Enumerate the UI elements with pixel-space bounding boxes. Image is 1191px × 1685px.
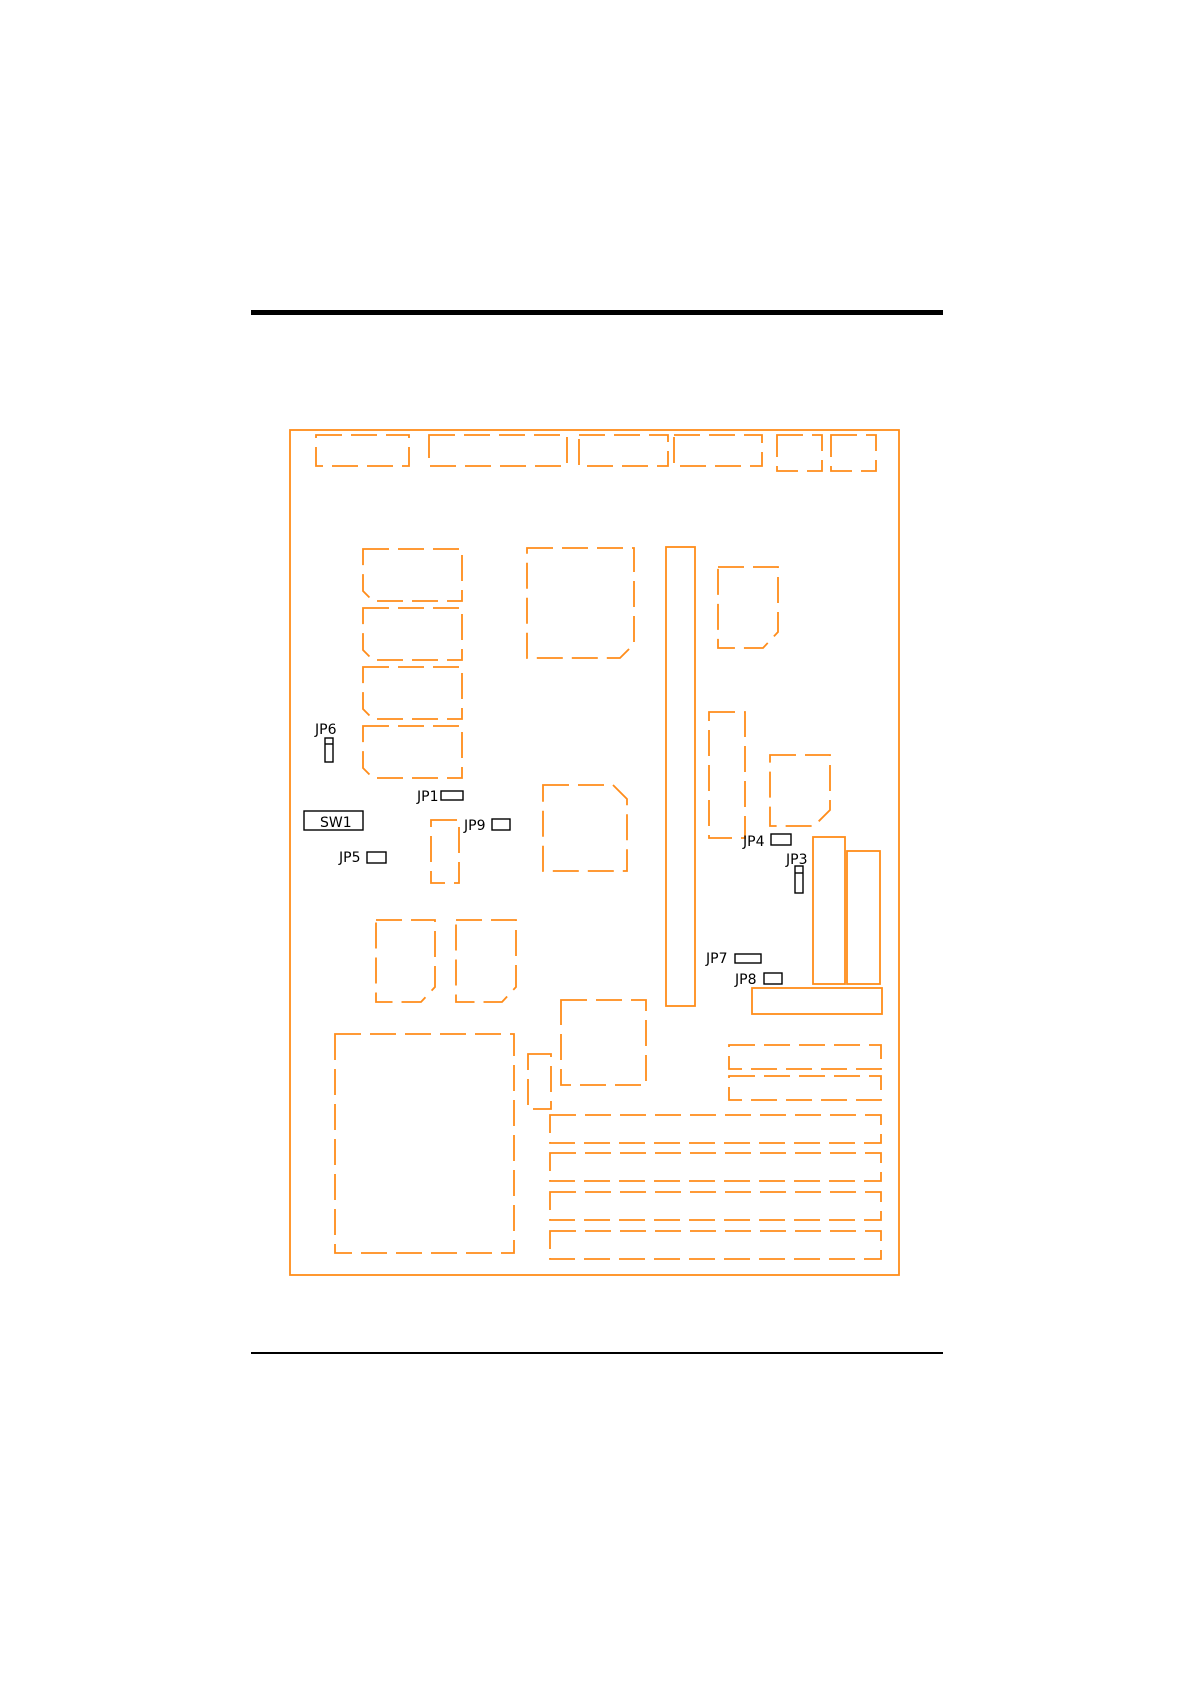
label-jp8: JP8 <box>734 972 756 988</box>
label-jp7: JP7 <box>705 951 727 967</box>
socket-4 <box>550 1231 881 1259</box>
io-connector-4 <box>674 435 762 466</box>
short-connector-2 <box>729 1076 881 1100</box>
connector-vertical-1 <box>813 837 845 984</box>
label-sw1: SW1 <box>320 815 352 831</box>
jumper-jp9-block <box>492 819 510 830</box>
connector-horizontal <box>752 988 882 1014</box>
label-jp4: JP4 <box>742 834 765 850</box>
socket-3 <box>550 1192 881 1220</box>
chip-near-jp4 <box>770 755 830 826</box>
short-connector-1 <box>729 1045 881 1069</box>
jumper-jp4-block <box>771 834 791 845</box>
chip-small-upright <box>431 820 459 883</box>
chip-left-4 <box>363 726 462 778</box>
bottom-rule <box>251 1352 943 1354</box>
label-jp1: JP1 <box>416 789 438 805</box>
chip-small-bottom <box>528 1054 551 1109</box>
chip-bottom-center <box>561 1000 646 1085</box>
jumper-jp8-block <box>764 973 782 984</box>
vertical-slot <box>666 547 695 1006</box>
chip-left-3 <box>363 667 462 719</box>
jumper-jp7-block <box>735 954 761 963</box>
chip-left-2 <box>363 608 462 660</box>
chip-mid-left <box>376 920 435 1002</box>
chip-large-top <box>527 548 634 658</box>
chip-tall-right <box>709 712 745 838</box>
chip-mid-right <box>456 920 516 1002</box>
io-connector-5 <box>777 435 822 471</box>
jumper-jp1-block <box>441 791 463 800</box>
label-jp3: JP3 <box>785 852 807 868</box>
jumper-jp5-block <box>367 852 386 863</box>
chip-left-1 <box>363 549 462 601</box>
io-connector-2 <box>429 435 567 466</box>
connector-vertical-2 <box>847 851 880 984</box>
label-jp5: JP5 <box>338 850 360 866</box>
chip-center <box>543 785 627 871</box>
label-jp6: JP6 <box>314 722 337 738</box>
chip-top-right <box>718 567 778 648</box>
jumper-jp6-block <box>325 738 333 762</box>
io-connector-3 <box>579 435 668 466</box>
jumper-jp3-block <box>795 866 803 893</box>
chip-large-bottom-left <box>335 1034 514 1253</box>
socket-2 <box>550 1153 881 1181</box>
socket-1 <box>550 1115 881 1143</box>
io-connector-6 <box>831 435 876 471</box>
label-jp9: JP9 <box>463 818 485 834</box>
io-connector-1 <box>316 435 409 466</box>
